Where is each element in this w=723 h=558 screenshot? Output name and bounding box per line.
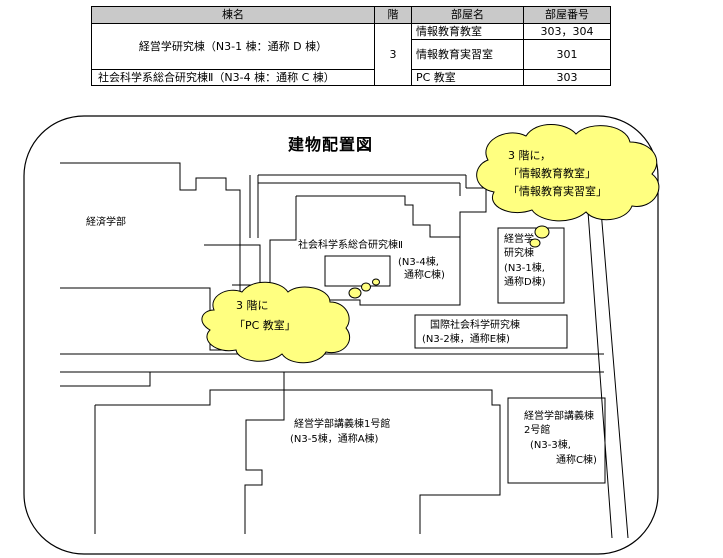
bubble-left-line2: 「PC 教室」 xyxy=(234,319,296,332)
cell-number-jisshu: 301 xyxy=(523,39,611,70)
label-shakai-name: 社会科学系総合研究棟Ⅱ xyxy=(298,240,403,251)
bubble-right-line2: 「情報教育教室」 xyxy=(508,167,596,180)
label-shakai-code: (N3-4棟, xyxy=(398,257,439,268)
room-table: 棟名 階 部屋名 部屋番号 経営学研究棟（N3-1 棟：通称 D 棟） 3 情報… xyxy=(91,6,611,86)
label-kogi2-name2: 2号館 xyxy=(524,425,551,436)
label-kogi1-name: 経営学部講義棟1号館 xyxy=(294,419,391,430)
bubble-left-line1: 3 階に xyxy=(236,299,269,312)
cell-building-keiei: 経営学研究棟（N3-1 棟：通称 D 棟） xyxy=(91,23,375,70)
map-frame xyxy=(23,115,659,555)
bubble-right-line3: 「情報教育実習室」 xyxy=(508,185,607,198)
keizai-wing xyxy=(204,244,261,286)
header-building: 棟名 xyxy=(91,6,375,24)
label-kogi2-code: (N3-3棟, xyxy=(530,440,571,451)
label-keiei-name1: 経営学 xyxy=(504,234,534,245)
label-kokusai-code: (N3-2棟，通称E棟) xyxy=(422,334,510,345)
label-kogi2-alias: 通称C棟) xyxy=(556,455,597,466)
cell-room-joho: 情報教育教室 xyxy=(411,23,524,40)
cell-number-pc: 303 xyxy=(523,69,611,86)
kogi1-building xyxy=(244,389,501,534)
label-keizai: 経済学部 xyxy=(86,217,126,228)
callout-bubble-left xyxy=(201,278,380,364)
keiei-building xyxy=(497,227,565,304)
cell-room-pc: PC 教室 xyxy=(411,69,524,86)
cell-building-shakai: 社会科学系総合研究棟Ⅱ（N3-4 棟：通称 C 棟） xyxy=(91,69,375,86)
header-floor: 階 xyxy=(374,6,412,24)
label-keiei-code: (N3-1棟, xyxy=(504,263,545,274)
bubble-right-line1: 3 階に， xyxy=(508,149,551,162)
label-keiei-alias: 通称D棟) xyxy=(504,277,546,288)
label-keiei-name2: 研究棟 xyxy=(504,248,534,259)
label-kogi1-code: (N3-5棟，通称A棟) xyxy=(290,434,379,445)
label-kokusai-name: 国際社会科学研究棟 xyxy=(430,320,520,331)
callout-bubble-right xyxy=(476,124,660,248)
label-shakai-alias: 通称C棟) xyxy=(404,270,445,281)
kogi2-building xyxy=(507,397,606,484)
shakai-top xyxy=(296,187,487,238)
kokusai-building xyxy=(414,314,568,349)
label-kogi2-name1: 経営学部講義棟 xyxy=(524,411,594,422)
map-title: 建物配置図 xyxy=(288,135,374,154)
shakai-inner xyxy=(324,255,391,287)
